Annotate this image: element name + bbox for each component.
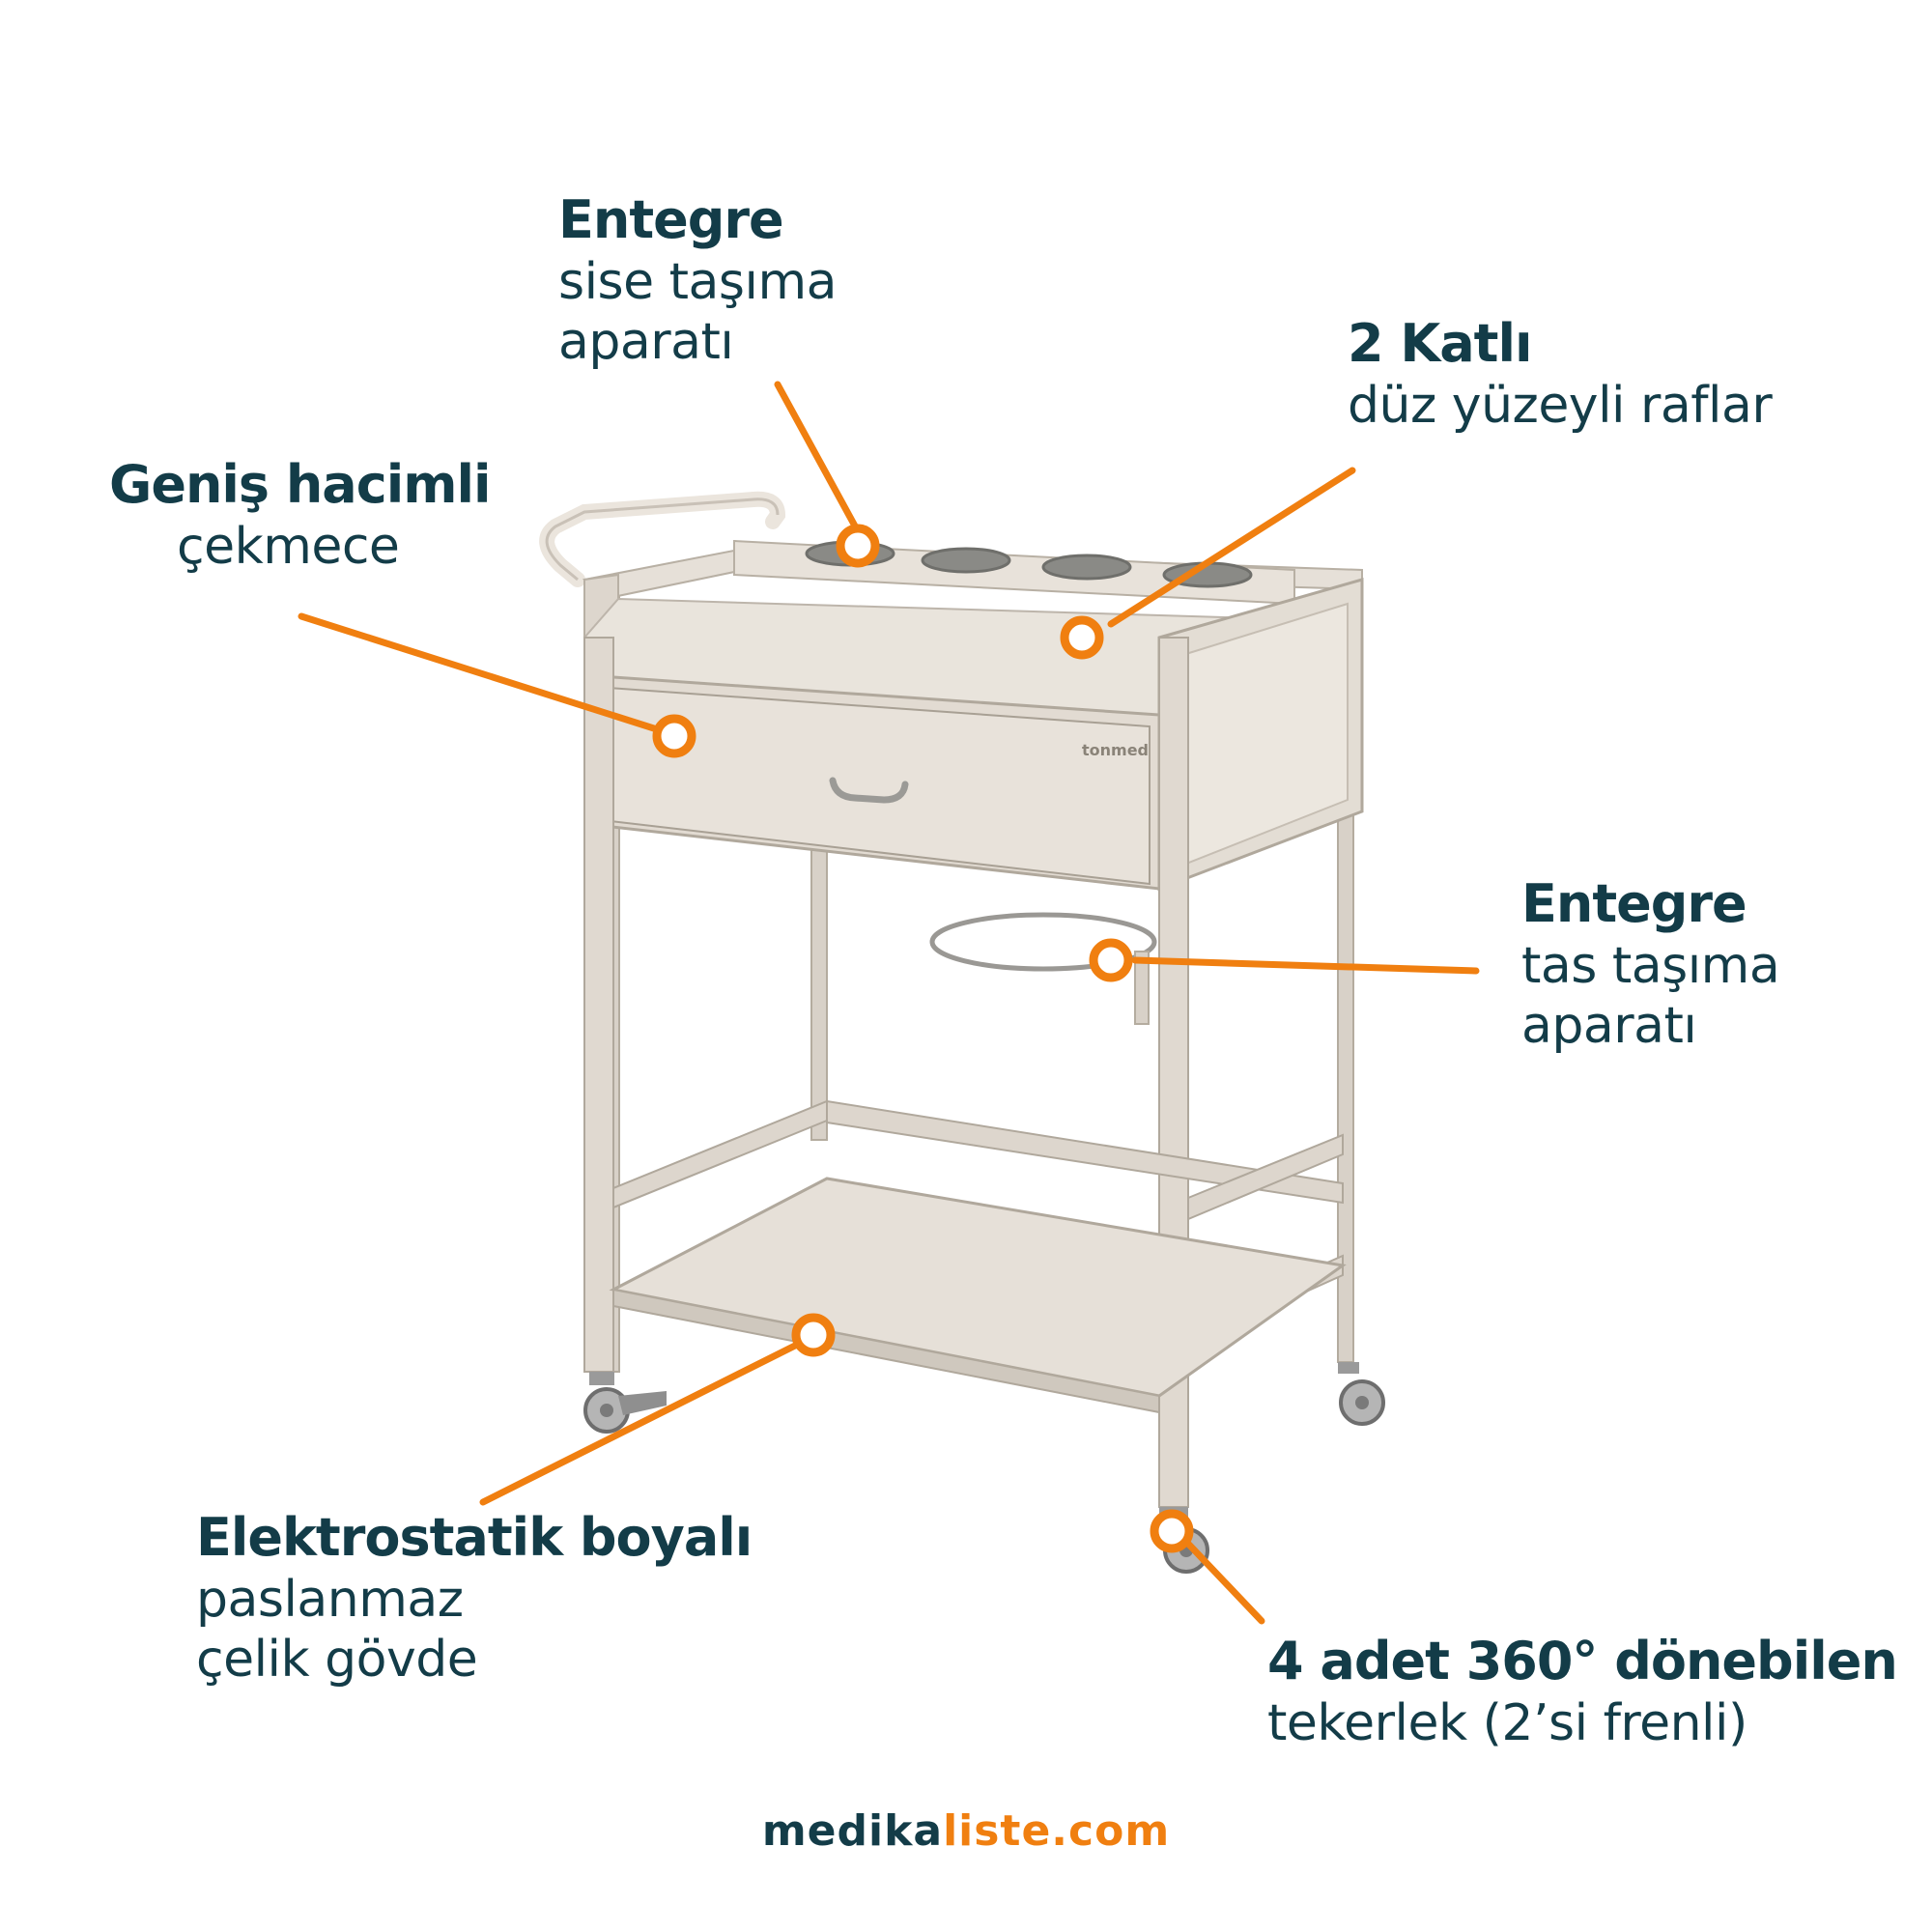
callout-bottle-holder-title: Entegre: [558, 189, 784, 250]
callout-shelves-title: 2 Katlı: [1348, 313, 1533, 374]
callout-leaders: [298, 381, 1480, 1625]
brand-part-1: medika: [761, 1806, 944, 1856]
callout-body-title: Elektrostatik boyalı: [196, 1507, 753, 1568]
dot-body: [791, 1313, 836, 1357]
callout-body-line-1: paslanmaz: [196, 1570, 464, 1629]
leader-shelves: [1107, 467, 1356, 628]
dot-wheels: [1150, 1509, 1194, 1553]
dot-bottle-holder: [836, 524, 880, 568]
callout-bowl-holder-title: Entegre: [1521, 873, 1747, 934]
callout-bottle-holder: Entegre sise taşıma aparatı: [558, 189, 837, 373]
callout-drawer-title: Geniş hacimli: [109, 454, 492, 515]
callout-bowl-holder: Entegre tas taşıma aparatı: [1521, 873, 1780, 1057]
lower-rail-left: [612, 1099, 828, 1209]
cart-front-left-post: [583, 637, 614, 1373]
callout-shelves-line-1: düz yüzeyli raflar: [1348, 376, 1773, 435]
callout-bowl-holder-line-2: aparatı: [1521, 997, 1697, 1056]
drawer-handle: [829, 777, 909, 804]
bottle-hole-2: [921, 547, 1011, 574]
callout-body: Elektrostatik boyalı paslanmaz çelik göv…: [196, 1507, 753, 1690]
callout-dots: [652, 524, 1194, 1553]
callout-bottle-holder-line-2: aparatı: [558, 313, 734, 372]
callout-body-line-2: çelik gövde: [196, 1631, 478, 1690]
site-brand[interactable]: medikaliste.com: [0, 1806, 1932, 1856]
cart-rear-post: [810, 849, 828, 1141]
caster-back-right: [1338, 1362, 1385, 1426]
bottle-hole-3: [1041, 554, 1132, 581]
cart-handle-outline: [545, 497, 780, 582]
callout-wheels-title: 4 adet 360° dönebilen: [1267, 1631, 1898, 1691]
callout-wheels-line-1: tekerlek (2’si frenli): [1267, 1693, 1747, 1752]
callout-wheels: 4 adet 360° dönebilen tekerlek (2’si fre…: [1267, 1631, 1898, 1753]
bowl-ring-bracket: [1134, 951, 1150, 1025]
callout-shelves: 2 Katlı düz yüzeyli raflar: [1348, 313, 1773, 436]
bowl-ring: [929, 912, 1157, 972]
callout-bottle-holder-line-1: sise taşıma: [558, 252, 837, 311]
callout-bowl-holder-line-1: tas taşıma: [1521, 936, 1780, 995]
leader-bottle-holder: [774, 381, 862, 535]
upper-rail-right: [1187, 1133, 1344, 1221]
bottom-shelf-edge: [612, 1288, 1160, 1414]
callout-drawer: Geniş hacimli çekmece: [109, 454, 492, 577]
brand-part-2: liste.com: [943, 1806, 1171, 1856]
callout-drawer-line-1: çekmece: [177, 517, 400, 576]
leader-body: [479, 1341, 801, 1506]
lower-rail-back: [826, 1099, 1344, 1205]
leader-drawer: [298, 612, 661, 733]
dot-bowl-holder: [1089, 938, 1133, 982]
leader-bowl-holder: [1131, 956, 1480, 975]
caster-front-left: [583, 1372, 667, 1434]
product-logo: tonmed: [1082, 741, 1149, 759]
leader-wheels: [1184, 1540, 1265, 1625]
dot-shelves: [1060, 615, 1104, 660]
dot-drawer: [652, 714, 696, 758]
